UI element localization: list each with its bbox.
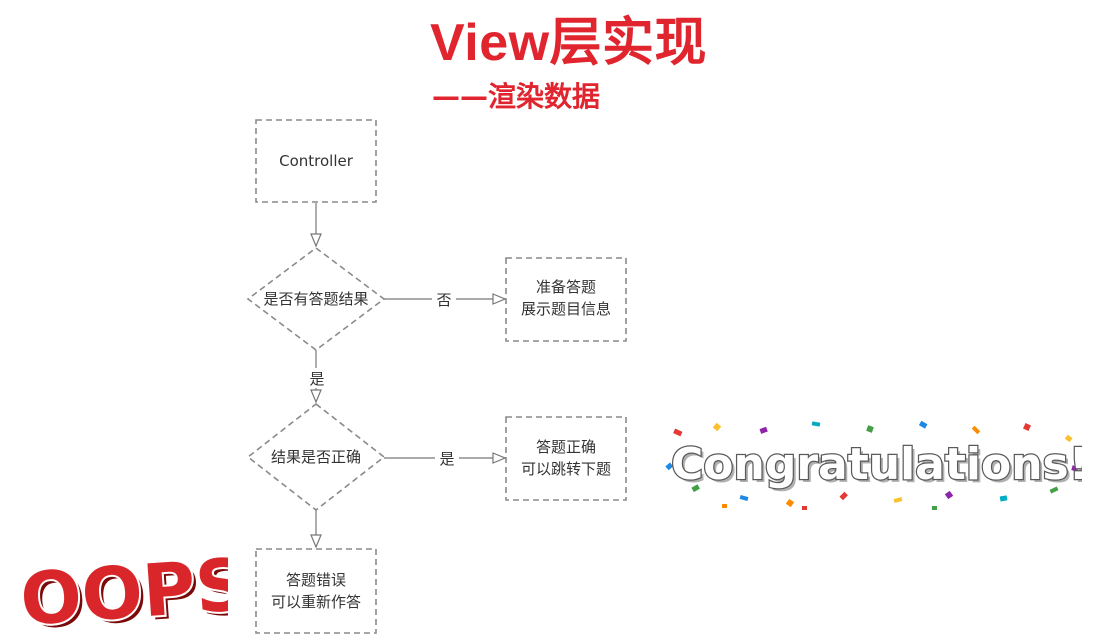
is-correct-label: 结果是否正确 xyxy=(271,448,361,466)
prepare-question-node: 准备答题 展示题目信息 xyxy=(505,257,627,342)
slide-title: View层实现 xyxy=(430,14,708,72)
slide-subtitle: ——渲染数据 xyxy=(432,80,601,113)
edge-label-no: 否 xyxy=(436,291,451,309)
correct-line2: 可以跳转下题 xyxy=(521,460,611,478)
oops-graphic: OOPS! OOPS! xyxy=(16,538,228,638)
controller-label: Controller xyxy=(279,152,354,170)
answer-correct-node: 答题正确 可以跳转下题 xyxy=(505,416,627,501)
congrats-shadow: Congratulations! xyxy=(674,442,1082,493)
prepare-line1: 准备答题 xyxy=(536,278,596,296)
oops-text: OOPS! xyxy=(18,540,228,638)
wrong-line2: 可以重新作答 xyxy=(271,593,361,611)
controller-node: Controller xyxy=(255,119,377,203)
has-result-label: 是否有答题结果 xyxy=(263,290,368,308)
wrong-line1: 答题错误 xyxy=(286,571,346,589)
prepare-line2: 展示题目信息 xyxy=(521,300,611,318)
edge-label-yes-2: 是 xyxy=(439,450,454,468)
edge-label-yes-1: 是 xyxy=(309,370,324,388)
oops-shadow: OOPS! xyxy=(22,544,228,638)
has-result-decision: 是否有答题结果 xyxy=(246,247,386,351)
congratulations-graphic: Congratulations! Congratulations! xyxy=(665,420,1082,510)
answer-wrong-node: 答题错误 可以重新作答 xyxy=(255,548,377,634)
congrats-text: Congratulations! xyxy=(671,439,1082,490)
is-correct-decision: 结果是否正确 xyxy=(246,402,386,512)
confetti xyxy=(665,420,1079,510)
correct-line1: 答题正确 xyxy=(536,438,596,456)
